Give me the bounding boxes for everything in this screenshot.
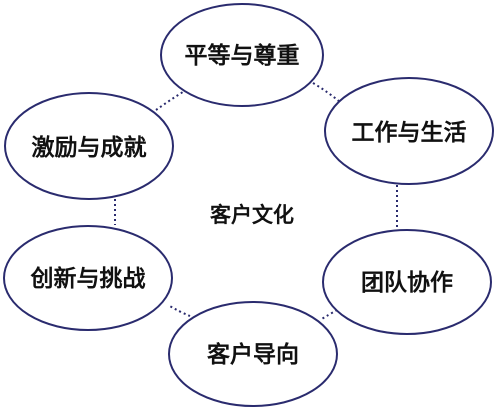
node-customer: 客户导向 (168, 301, 338, 407)
node-worklife-label: 工作与生活 (352, 120, 467, 146)
node-team-label: 团队协作 (361, 270, 453, 296)
connector-team-customer (319, 309, 338, 321)
node-team: 团队协作 (322, 229, 492, 335)
connector-incentive-equality (155, 89, 187, 111)
connector-customer-innovation (167, 304, 191, 317)
node-equality: 平等与尊重 (160, 3, 324, 107)
center-label: 客户文化 (210, 203, 294, 227)
connector-equality-worklife (312, 82, 341, 103)
node-worklife: 工作与生活 (324, 77, 494, 185)
node-equality-label: 平等与尊重 (185, 42, 300, 69)
node-innovation: 创新与挑战 (3, 225, 173, 331)
node-customer-label: 客户导向 (207, 341, 299, 368)
node-innovation-label: 创新与挑战 (30, 265, 146, 292)
node-incentive: 激励与成就 (4, 92, 174, 200)
node-incentive-label: 激励与成就 (32, 134, 147, 161)
